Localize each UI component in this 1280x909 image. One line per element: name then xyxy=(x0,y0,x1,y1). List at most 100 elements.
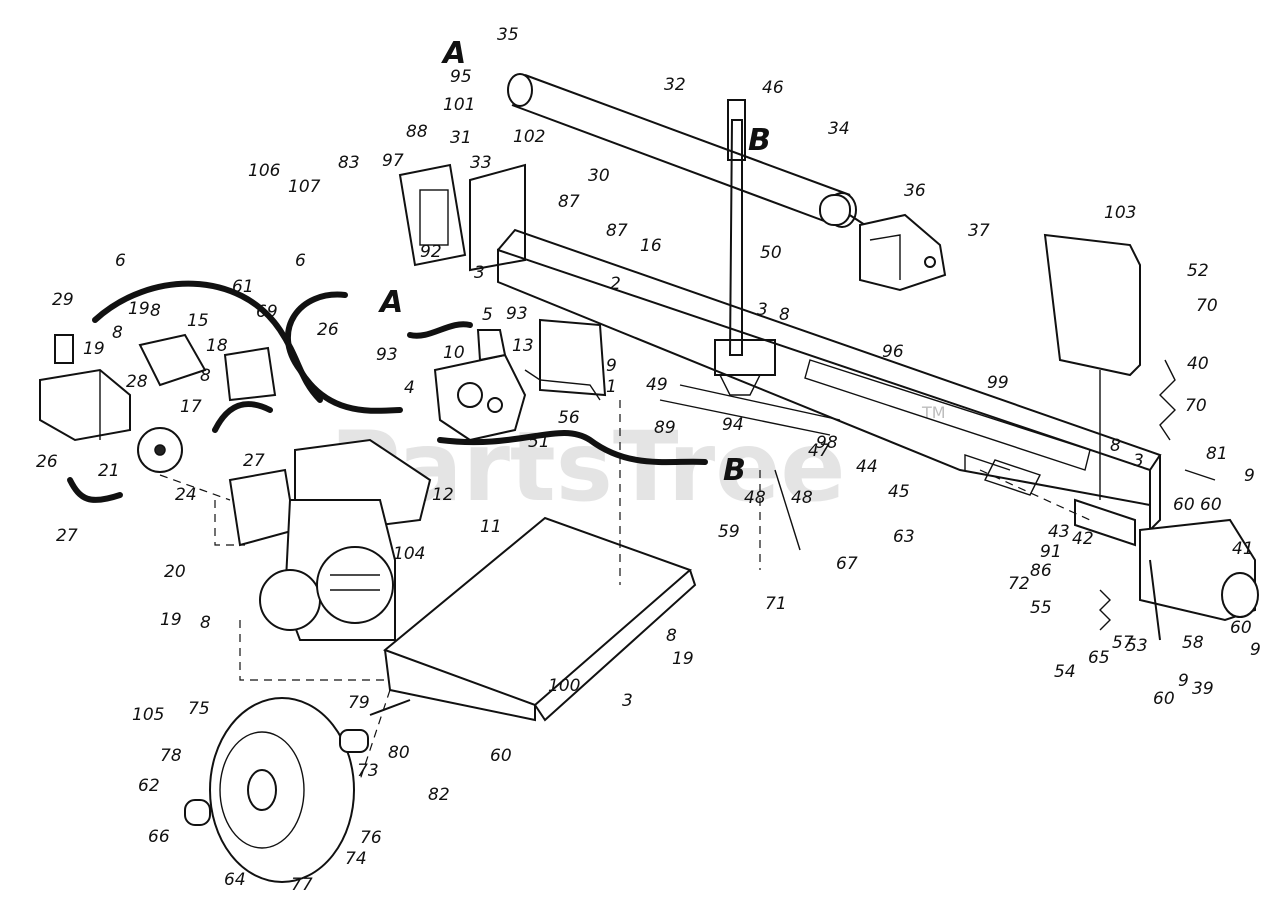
part-label: 9 xyxy=(1250,640,1261,660)
part-label: 28 xyxy=(126,372,148,392)
part-label: 1 xyxy=(606,377,617,397)
part-label: 11 xyxy=(480,517,502,537)
part-label: 27 xyxy=(56,526,78,546)
part-label: 6 xyxy=(295,251,306,271)
part-labels: 35 95 101 32 46 34 102 88 31 33 30 106 1… xyxy=(36,25,1261,895)
part-label: 89 xyxy=(654,418,676,438)
part-label: 29 xyxy=(52,290,74,310)
pump-21 xyxy=(39,334,183,473)
part-label: 9 xyxy=(1178,671,1189,691)
part-label: 64 xyxy=(224,870,246,890)
part-label: 72 xyxy=(1008,574,1030,594)
part-label: 51 xyxy=(528,432,550,452)
part-label: 45 xyxy=(888,482,910,502)
part-label: 82 xyxy=(428,785,450,805)
part-label: 35 xyxy=(497,25,519,45)
part-label: 95 xyxy=(450,67,472,87)
part-label: 75 xyxy=(188,699,210,719)
part-label: 79 xyxy=(348,693,370,713)
part-label: 49 xyxy=(646,375,668,395)
group-label-a-hose: A xyxy=(378,285,403,320)
part-label: 17 xyxy=(180,397,202,417)
wheel-assembly xyxy=(184,697,411,883)
part-label: 36 xyxy=(904,181,926,201)
part-label: 39 xyxy=(1192,679,1214,699)
part-label: 48 xyxy=(791,488,813,508)
spring-and-chain xyxy=(1099,359,1176,641)
part-label: 54 xyxy=(1054,662,1076,682)
part-label: 19 xyxy=(160,610,182,630)
part-label: 33 xyxy=(470,153,492,173)
part-label: 65 xyxy=(1088,648,1110,668)
group-label-a-top: A xyxy=(441,36,466,71)
part-label: 8 xyxy=(112,323,123,343)
part-label: 46 xyxy=(762,78,784,98)
part-label: 74 xyxy=(345,849,367,869)
part-label: 62 xyxy=(138,776,160,796)
part-label: 9 xyxy=(606,356,617,376)
part-label: 80 xyxy=(388,743,410,763)
part-label: 3 xyxy=(622,691,633,711)
part-label: 26 xyxy=(317,320,339,340)
part-label: 5 xyxy=(482,305,493,325)
part-label: 3 xyxy=(1133,451,1144,471)
part-label: 52 xyxy=(1187,261,1209,281)
part-label: 9 xyxy=(1244,466,1255,486)
part-label: 60 xyxy=(1173,495,1195,515)
part-label: 55 xyxy=(1030,598,1052,618)
part-label: 106 xyxy=(248,161,281,181)
part-label: 86 xyxy=(1030,561,1052,581)
control-valve-4 xyxy=(433,329,527,442)
part-label: 8 xyxy=(200,613,211,633)
part-label: 20 xyxy=(164,562,186,582)
part-label: 26 xyxy=(36,452,58,472)
part-label: 4 xyxy=(404,378,415,398)
part-label: 37 xyxy=(968,221,990,241)
part-label: 81 xyxy=(1206,444,1228,464)
engine-104 xyxy=(228,438,432,681)
part-label: 2 xyxy=(610,274,621,294)
part-label: 56 xyxy=(558,408,580,428)
part-label: 18 xyxy=(206,336,228,356)
part-label: 58 xyxy=(1182,633,1204,653)
part-label: 59 xyxy=(718,522,740,542)
part-label: 77 xyxy=(291,875,313,895)
part-label: 42 xyxy=(1072,529,1094,549)
part-label: 19 xyxy=(672,649,694,669)
part-label: 87 xyxy=(558,192,580,212)
part-label: 83 xyxy=(338,153,360,173)
part-label: 27 xyxy=(243,451,265,471)
part-label: 93 xyxy=(506,304,528,324)
part-label: 47 xyxy=(808,441,830,461)
part-label: 8 xyxy=(150,301,161,321)
part-label: 57 xyxy=(1112,633,1134,653)
part-label: 105 xyxy=(132,705,164,725)
coupler-bracket-61 xyxy=(138,333,277,402)
part-label: 70 xyxy=(1185,396,1207,416)
beam-frame xyxy=(497,228,1162,547)
valve-mount-plates xyxy=(398,163,607,401)
base-frame-100 xyxy=(359,400,697,781)
part-label: 44 xyxy=(856,457,878,477)
wedge-36 xyxy=(859,213,947,292)
part-label: 48 xyxy=(744,488,766,508)
part-label: 67 xyxy=(836,554,858,574)
part-label: 15 xyxy=(187,311,209,331)
part-label: 78 xyxy=(160,746,182,766)
leader-lines xyxy=(159,384,1091,570)
part-label: 96 xyxy=(882,342,904,362)
part-label: 76 xyxy=(360,828,382,848)
part-label: 8 xyxy=(200,366,211,386)
part-label: 73 xyxy=(357,761,379,781)
part-label: 3 xyxy=(474,263,485,283)
part-label: 107 xyxy=(288,177,321,197)
part-label: 91 xyxy=(1040,542,1062,562)
part-label: 19 xyxy=(128,299,150,319)
part-label: 12 xyxy=(432,485,454,505)
part-label: 41 xyxy=(1232,539,1254,559)
part-label: 10 xyxy=(443,343,465,363)
part-label: 16 xyxy=(640,236,662,256)
part-label: 3 xyxy=(757,300,768,320)
part-label: 30 xyxy=(588,166,610,186)
